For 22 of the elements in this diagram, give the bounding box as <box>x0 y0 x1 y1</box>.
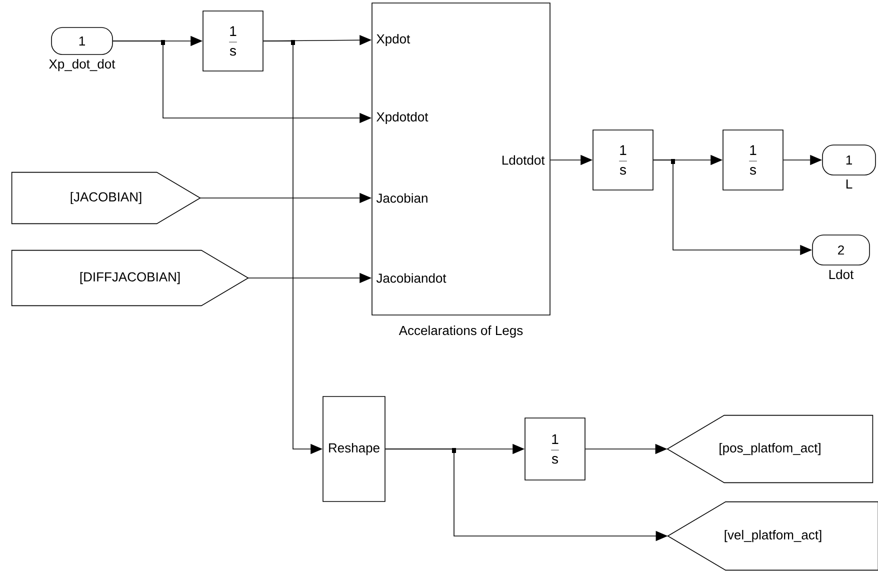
node-label: Xpdot <box>376 34 410 46</box>
node-label: Jacobiandot <box>376 273 446 283</box>
goto-tag: [pos_platfom_act] <box>666 414 874 484</box>
port-label: L <box>846 180 852 188</box>
port-terminal: 2 <box>812 234 870 266</box>
node-label: Ldotdot <box>502 155 545 165</box>
port-terminal: 1 <box>822 144 876 176</box>
integrator-block: 1 s <box>524 418 586 480</box>
port-terminal: 1 <box>51 27 113 55</box>
port-label: Ldot <box>829 270 854 280</box>
port-label: Xp_dot_dot <box>49 59 116 72</box>
reshape-block: Reshape <box>322 396 386 502</box>
from-tag: [JACOBIAN] <box>11 172 201 224</box>
from-tag: [DIFFJACOBIAN] <box>11 250 249 306</box>
integrator-block: 1 s <box>202 10 264 72</box>
node-label: Jacobian <box>376 193 428 203</box>
node-label: Xpdotdot <box>376 112 428 124</box>
integrator-block: 1 s <box>592 130 654 190</box>
block-caption: Accelarations of Legs <box>398 326 523 338</box>
subsystem-block: Xpdot Xpdotdot Jacobian Jacobiandot Ldotdot <box>372 2 550 316</box>
integrator-block: 1 s <box>722 130 784 190</box>
goto-tag: [vel_platfom_act] <box>667 501 878 571</box>
